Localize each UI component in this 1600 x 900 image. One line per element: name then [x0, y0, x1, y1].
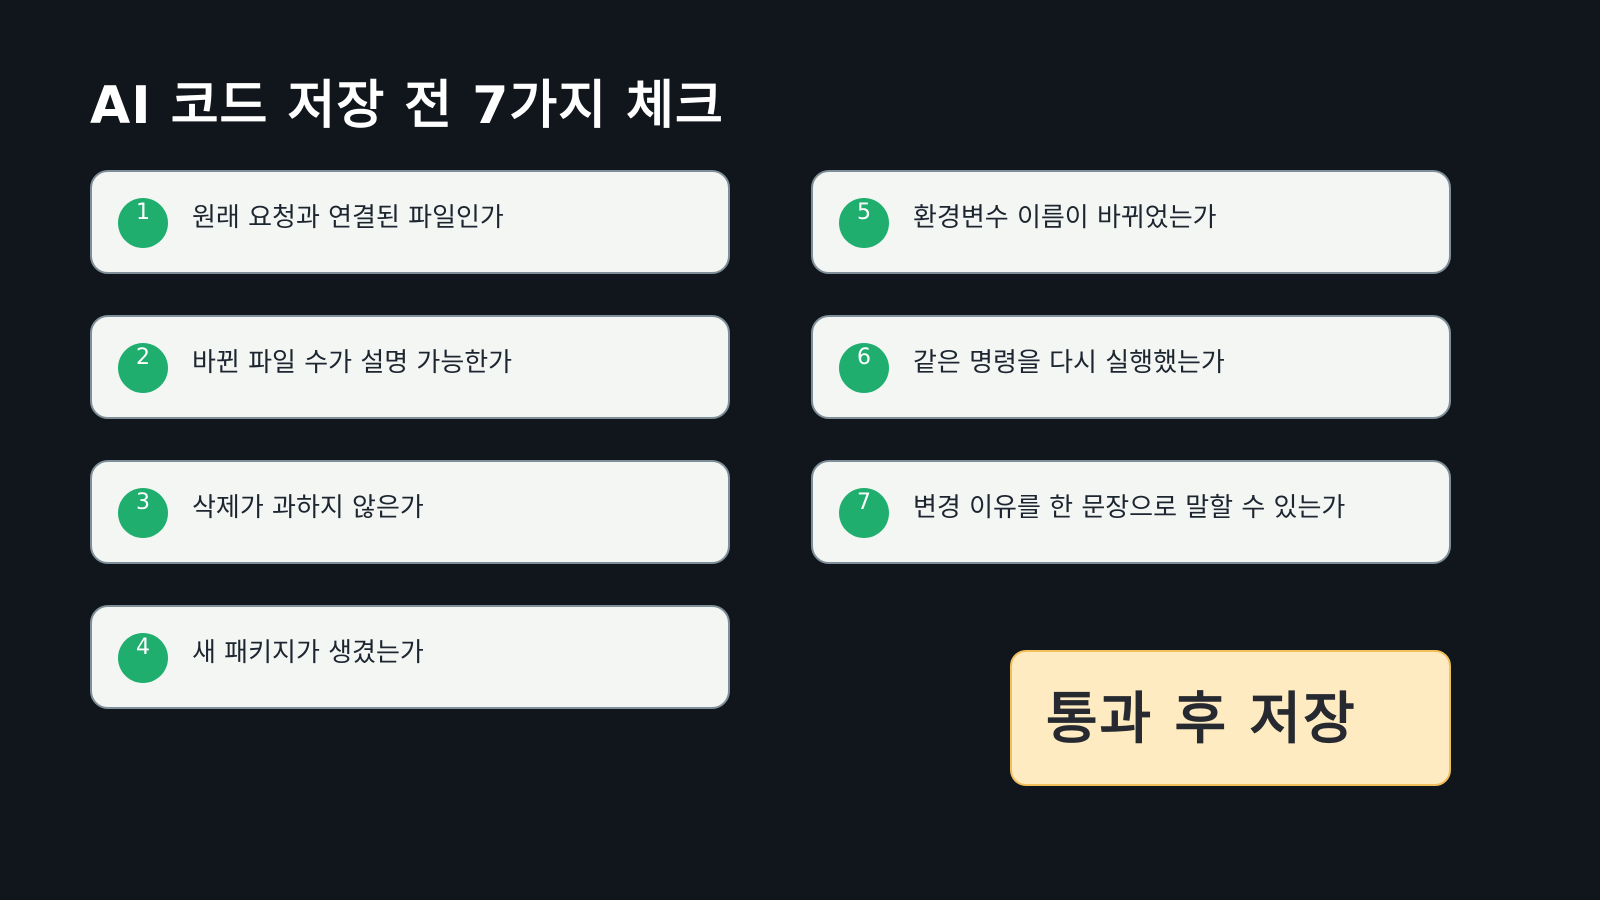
- badge-number: 2: [136, 345, 150, 370]
- number-badge: 2: [118, 343, 168, 393]
- checklist-item: 7 변경 이유를 한 문장으로 말할 수 있는가: [811, 460, 1451, 564]
- badge-number: 6: [857, 345, 871, 370]
- number-badge: 5: [839, 198, 889, 248]
- checklist-item: 5 환경변수 이름이 바뀌었는가: [811, 170, 1451, 274]
- callout-label: 통과 후 저장: [1046, 687, 1357, 752]
- checklist-text: 변경 이유를 한 문장으로 말할 수 있는가: [913, 493, 1346, 523]
- badge-number: 3: [136, 490, 150, 515]
- badge-number: 1: [136, 200, 150, 225]
- badge-number: 5: [857, 200, 871, 225]
- checklist-text: 원래 요청과 연결된 파일인가: [192, 203, 504, 233]
- checklist-text: 새 패키지가 생겼는가: [192, 638, 424, 668]
- number-badge: 7: [839, 488, 889, 538]
- checklist-text: 같은 명령을 다시 실행했는가: [913, 348, 1225, 378]
- checklist-text: 환경변수 이름이 바뀌었는가: [913, 203, 1217, 233]
- number-badge: 3: [118, 488, 168, 538]
- page-title: AI 코드 저장 전 7가지 체크: [90, 76, 724, 136]
- checklist-item: 4 새 패키지가 생겼는가: [90, 605, 730, 709]
- checklist-item: 3 삭제가 과하지 않은가: [90, 460, 730, 564]
- number-badge: 4: [118, 633, 168, 683]
- save-after-pass-callout: 통과 후 저장: [1010, 650, 1451, 786]
- number-badge: 6: [839, 343, 889, 393]
- number-badge: 1: [118, 198, 168, 248]
- checklist-item: 2 바뀐 파일 수가 설명 가능한가: [90, 315, 730, 419]
- badge-number: 4: [136, 635, 150, 660]
- checklist-text: 삭제가 과하지 않은가: [192, 493, 424, 523]
- checklist-item: 1 원래 요청과 연결된 파일인가: [90, 170, 730, 274]
- checklist-text: 바뀐 파일 수가 설명 가능한가: [192, 348, 513, 378]
- badge-number: 7: [857, 490, 871, 515]
- checklist-item: 6 같은 명령을 다시 실행했는가: [811, 315, 1451, 419]
